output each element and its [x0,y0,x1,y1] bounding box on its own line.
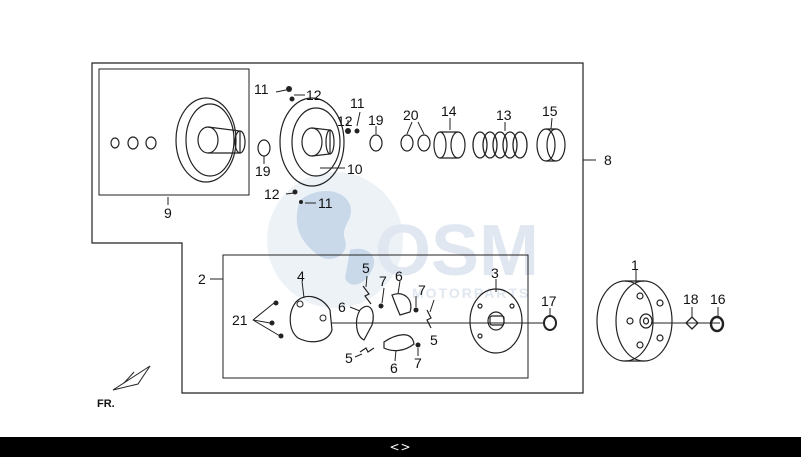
callout-12: 12 [337,113,353,129]
callout-10: 10 [347,161,363,177]
callouts: 1 2 3 4 5 5 5 6 6 6 7 7 7 8 9 10 11 11 1… [164,81,726,376]
watermark-tagline: MOTORPARTS [412,285,530,301]
part-19-clip [257,139,271,157]
plate-hole [319,314,327,322]
plate-hole [296,300,304,308]
callout-11: 11 [254,81,269,97]
watermark-continent-2 [345,248,375,285]
subassembly-box-9 [98,68,250,196]
front-arrow-icon [112,365,151,391]
callout-18: 18 [683,291,699,307]
front-orientation-marker [112,365,151,391]
watermark-logo: OSM [375,211,539,291]
part-9-driven-face [110,97,246,183]
assembly-frame-8 [91,62,584,394]
part-17-nut [543,315,557,331]
callout-19: 19 [255,163,271,179]
part-7-bolts [378,303,421,348]
part-4-plate [289,295,333,343]
callout-6: 6 [338,299,346,315]
callout-2: 2 [198,271,206,287]
callout-12: 12 [264,186,280,202]
part-21-pins [269,300,284,339]
callout-16: 16 [710,291,726,307]
exploded-view-svg: OSM MOTORPARTS [91,62,726,410]
callout-17: 17 [541,293,557,309]
callout-7: 7 [418,282,426,298]
callout-13: 13 [496,107,512,123]
navigation-arrows[interactable]: <> [389,440,412,454]
part-20-orings [400,134,431,152]
watermark: OSM MOTORPARTS [267,172,539,308]
small-ring [110,137,120,149]
part-15-spring-seat [536,128,566,162]
callout-7: 7 [414,355,422,371]
part-6-shoes [355,293,415,352]
part-19-seal [369,134,383,152]
leader-lines [167,89,719,362]
callout-7: 7 [379,273,387,289]
callout-5: 5 [362,260,370,276]
callout-15: 15 [542,103,558,119]
callout-8: 8 [604,152,612,168]
part-16-nut [709,315,725,333]
callout-21: 21 [232,312,248,328]
part-13-spring [472,131,528,159]
callout-9: 9 [164,205,172,221]
parts-diagram: OSM MOTORPARTS [91,62,726,410]
viewer-toolbar: <> [0,437,801,457]
callout-11: 11 [350,95,365,111]
part-18-washer [685,316,699,330]
callout-1: 1 [631,257,639,273]
callout-20: 20 [403,107,419,123]
callout-5: 5 [345,350,353,366]
callout-3: 3 [491,265,499,281]
front-label: FR. [97,398,115,410]
callout-4: 4 [297,268,305,284]
callout-6: 6 [390,360,398,376]
callout-5: 5 [430,332,438,348]
callout-6: 6 [395,268,403,284]
watermark-continent [296,190,352,260]
callout-12: 12 [306,87,322,103]
pins-11-12 [286,86,360,204]
part-10-movable-face [279,97,345,187]
callout-11: 11 [318,195,333,211]
part-14-collar [433,131,466,159]
part-5-springs [359,285,432,353]
callout-14: 14 [441,103,457,119]
subassembly-box-2 [222,254,529,379]
callout-19: 19 [368,112,384,128]
part-1-clutch-outer [596,280,673,362]
